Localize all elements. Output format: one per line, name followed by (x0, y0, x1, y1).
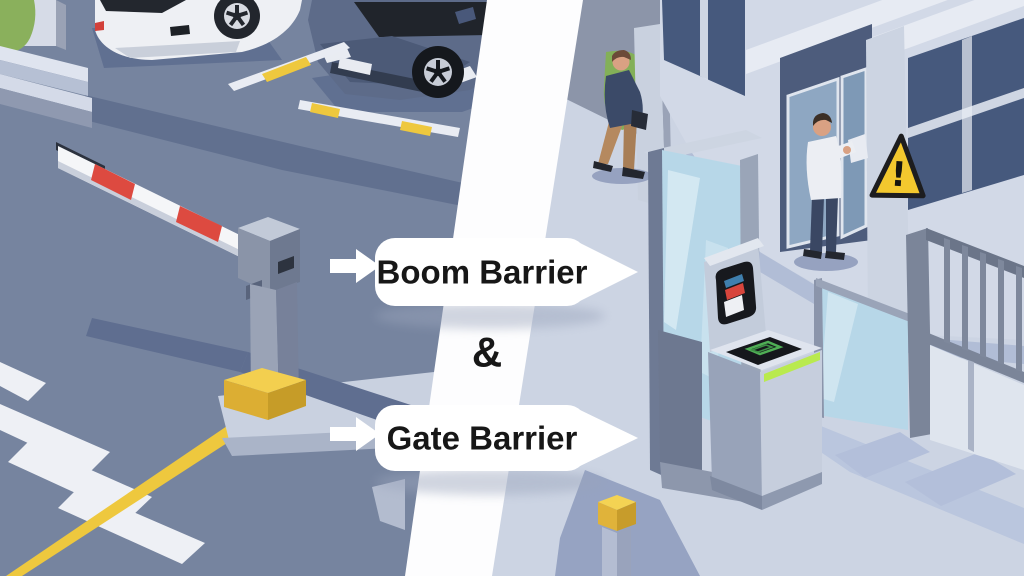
gate-pedestal (704, 238, 822, 510)
arrow-right-icon (330, 417, 380, 451)
ampersand-label: & (472, 329, 502, 376)
boom-arm-stripe (91, 164, 135, 200)
scanner-pad (726, 337, 802, 365)
entrance-scene: ! (430, 0, 1024, 576)
led-strip (764, 352, 820, 382)
walking-person (592, 50, 652, 184)
boom-barrier-label: Boom Barrier (377, 254, 588, 291)
gate-barrier-label: Gate Barrier (387, 420, 578, 457)
wall-shadow (85, 95, 520, 216)
boom-motor-head (238, 217, 300, 300)
entrance-steps (0, 0, 92, 128)
license-plate (338, 57, 372, 75)
parking-markings (228, 42, 460, 137)
windshield (100, 0, 186, 13)
callout-boom-barrier: Boom Barrier (330, 238, 638, 329)
card-reader (848, 134, 868, 163)
railing (906, 228, 1024, 470)
warning-icon: ! (869, 133, 926, 199)
zebra-crossing (0, 362, 205, 564)
white-car-wheel (214, 0, 260, 39)
bush-left (0, 0, 36, 53)
shirt (806, 136, 842, 200)
white-car (92, 0, 302, 68)
yellow-lane-line (6, 424, 244, 576)
arrow-right-icon (330, 249, 380, 283)
boom-post-base (224, 368, 306, 420)
door-person (794, 113, 868, 271)
warning-exclamation: ! (889, 154, 907, 195)
boom-barrier (56, 142, 306, 420)
boom-arm-stripe (176, 206, 222, 242)
head (813, 118, 831, 136)
callout-gate-barrier: Gate Barrier (330, 405, 638, 495)
glass-fence (814, 278, 910, 430)
reader-red-light (725, 283, 745, 300)
warning-pillar: ! (866, 26, 926, 334)
dark-car-wheel (412, 46, 464, 98)
bollard (598, 495, 636, 576)
card-reader-panel (715, 261, 757, 325)
hand (843, 146, 851, 154)
scanner-screen (744, 340, 784, 356)
